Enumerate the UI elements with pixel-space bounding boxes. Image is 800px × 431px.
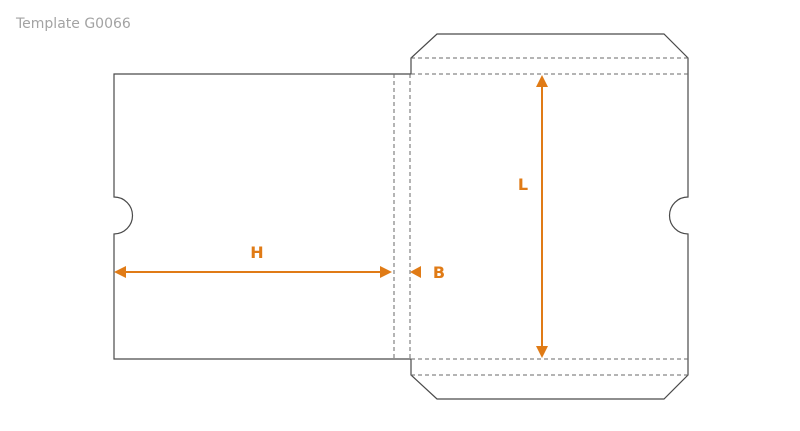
- height-arrow-left-icon: [114, 266, 126, 278]
- length-arrow-top-icon: [536, 75, 548, 87]
- height-label: H: [250, 243, 263, 262]
- height-arrow-right-icon: [380, 266, 392, 278]
- template-title: Template G0066: [16, 16, 131, 32]
- back-arrow-icon: [410, 266, 421, 278]
- left-panel-outline: [113, 73, 411, 360]
- right-panel-outline: [410, 33, 689, 400]
- length-arrow-bottom-icon: [536, 346, 548, 358]
- back-label: B: [433, 263, 445, 282]
- length-label: L: [518, 175, 528, 194]
